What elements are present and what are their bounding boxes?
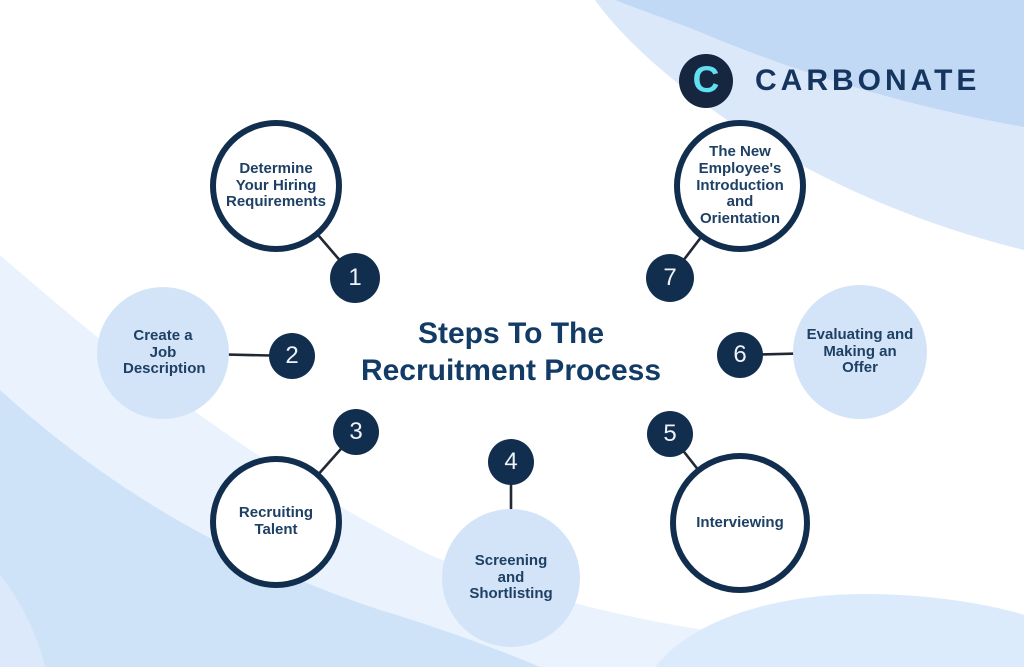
brand-logo: C CARBONATE [679,54,980,108]
step-number-badge-3: 3 [333,409,379,455]
step-number-5: 5 [663,420,677,447]
wave-left-deep [0,390,540,667]
wave-top-medium [615,0,1024,127]
brand-wordmark: CARBONATE [755,64,981,97]
step-circle-5: Interviewing [670,453,810,593]
step-number-6: 6 [733,341,747,368]
wave-corner-sliver [0,575,45,667]
logo-letter: C [692,59,720,100]
step-number-7: 7 [663,264,677,291]
step-circle-4: Screening and Shortlisting [442,509,580,647]
step-label-4: Screening and Shortlisting [469,551,553,603]
step-number-badge-5: 5 [647,411,693,457]
step-circle-3: Recruiting Talent [210,456,342,588]
step-label-5: Interviewing [696,513,784,531]
wave-bottom-right-blob [655,594,1024,667]
page-title-line-2: Recruitment Process [360,354,662,387]
step-label-7: The New Employee's Introduction and Orie… [696,142,784,228]
step-circle-7: The New Employee's Introduction and Orie… [674,120,806,252]
step-number-1: 1 [348,264,362,291]
page-title: Steps To The Recruitment Process [321,315,701,389]
step-label-3: Recruiting Talent [238,504,314,538]
step-number-2: 2 [285,342,299,369]
step-number-4: 4 [504,448,518,475]
carbonate-logo-icon: C [679,54,733,108]
step-number-badge-1: 1 [330,253,380,303]
step-circle-1: Determine Your Hiring Requirements [210,120,342,252]
step-label-2: Create a Job Description [123,326,206,378]
page-title-line-1: Steps To The [417,317,605,350]
step-circle-6: Evaluating and Making an Offer [793,285,927,419]
step-label-1: Determine Your Hiring Requirements [225,159,327,211]
step-label-6: Evaluating and Making an Offer [806,325,914,377]
step-number-badge-7: 7 [646,254,694,302]
step-number-badge-4: 4 [488,439,534,485]
step-circle-2: Create a Job Description [97,287,229,419]
step-number-badge-6: 6 [717,332,763,378]
step-number-3: 3 [349,418,363,445]
step-number-badge-2: 2 [269,333,315,379]
